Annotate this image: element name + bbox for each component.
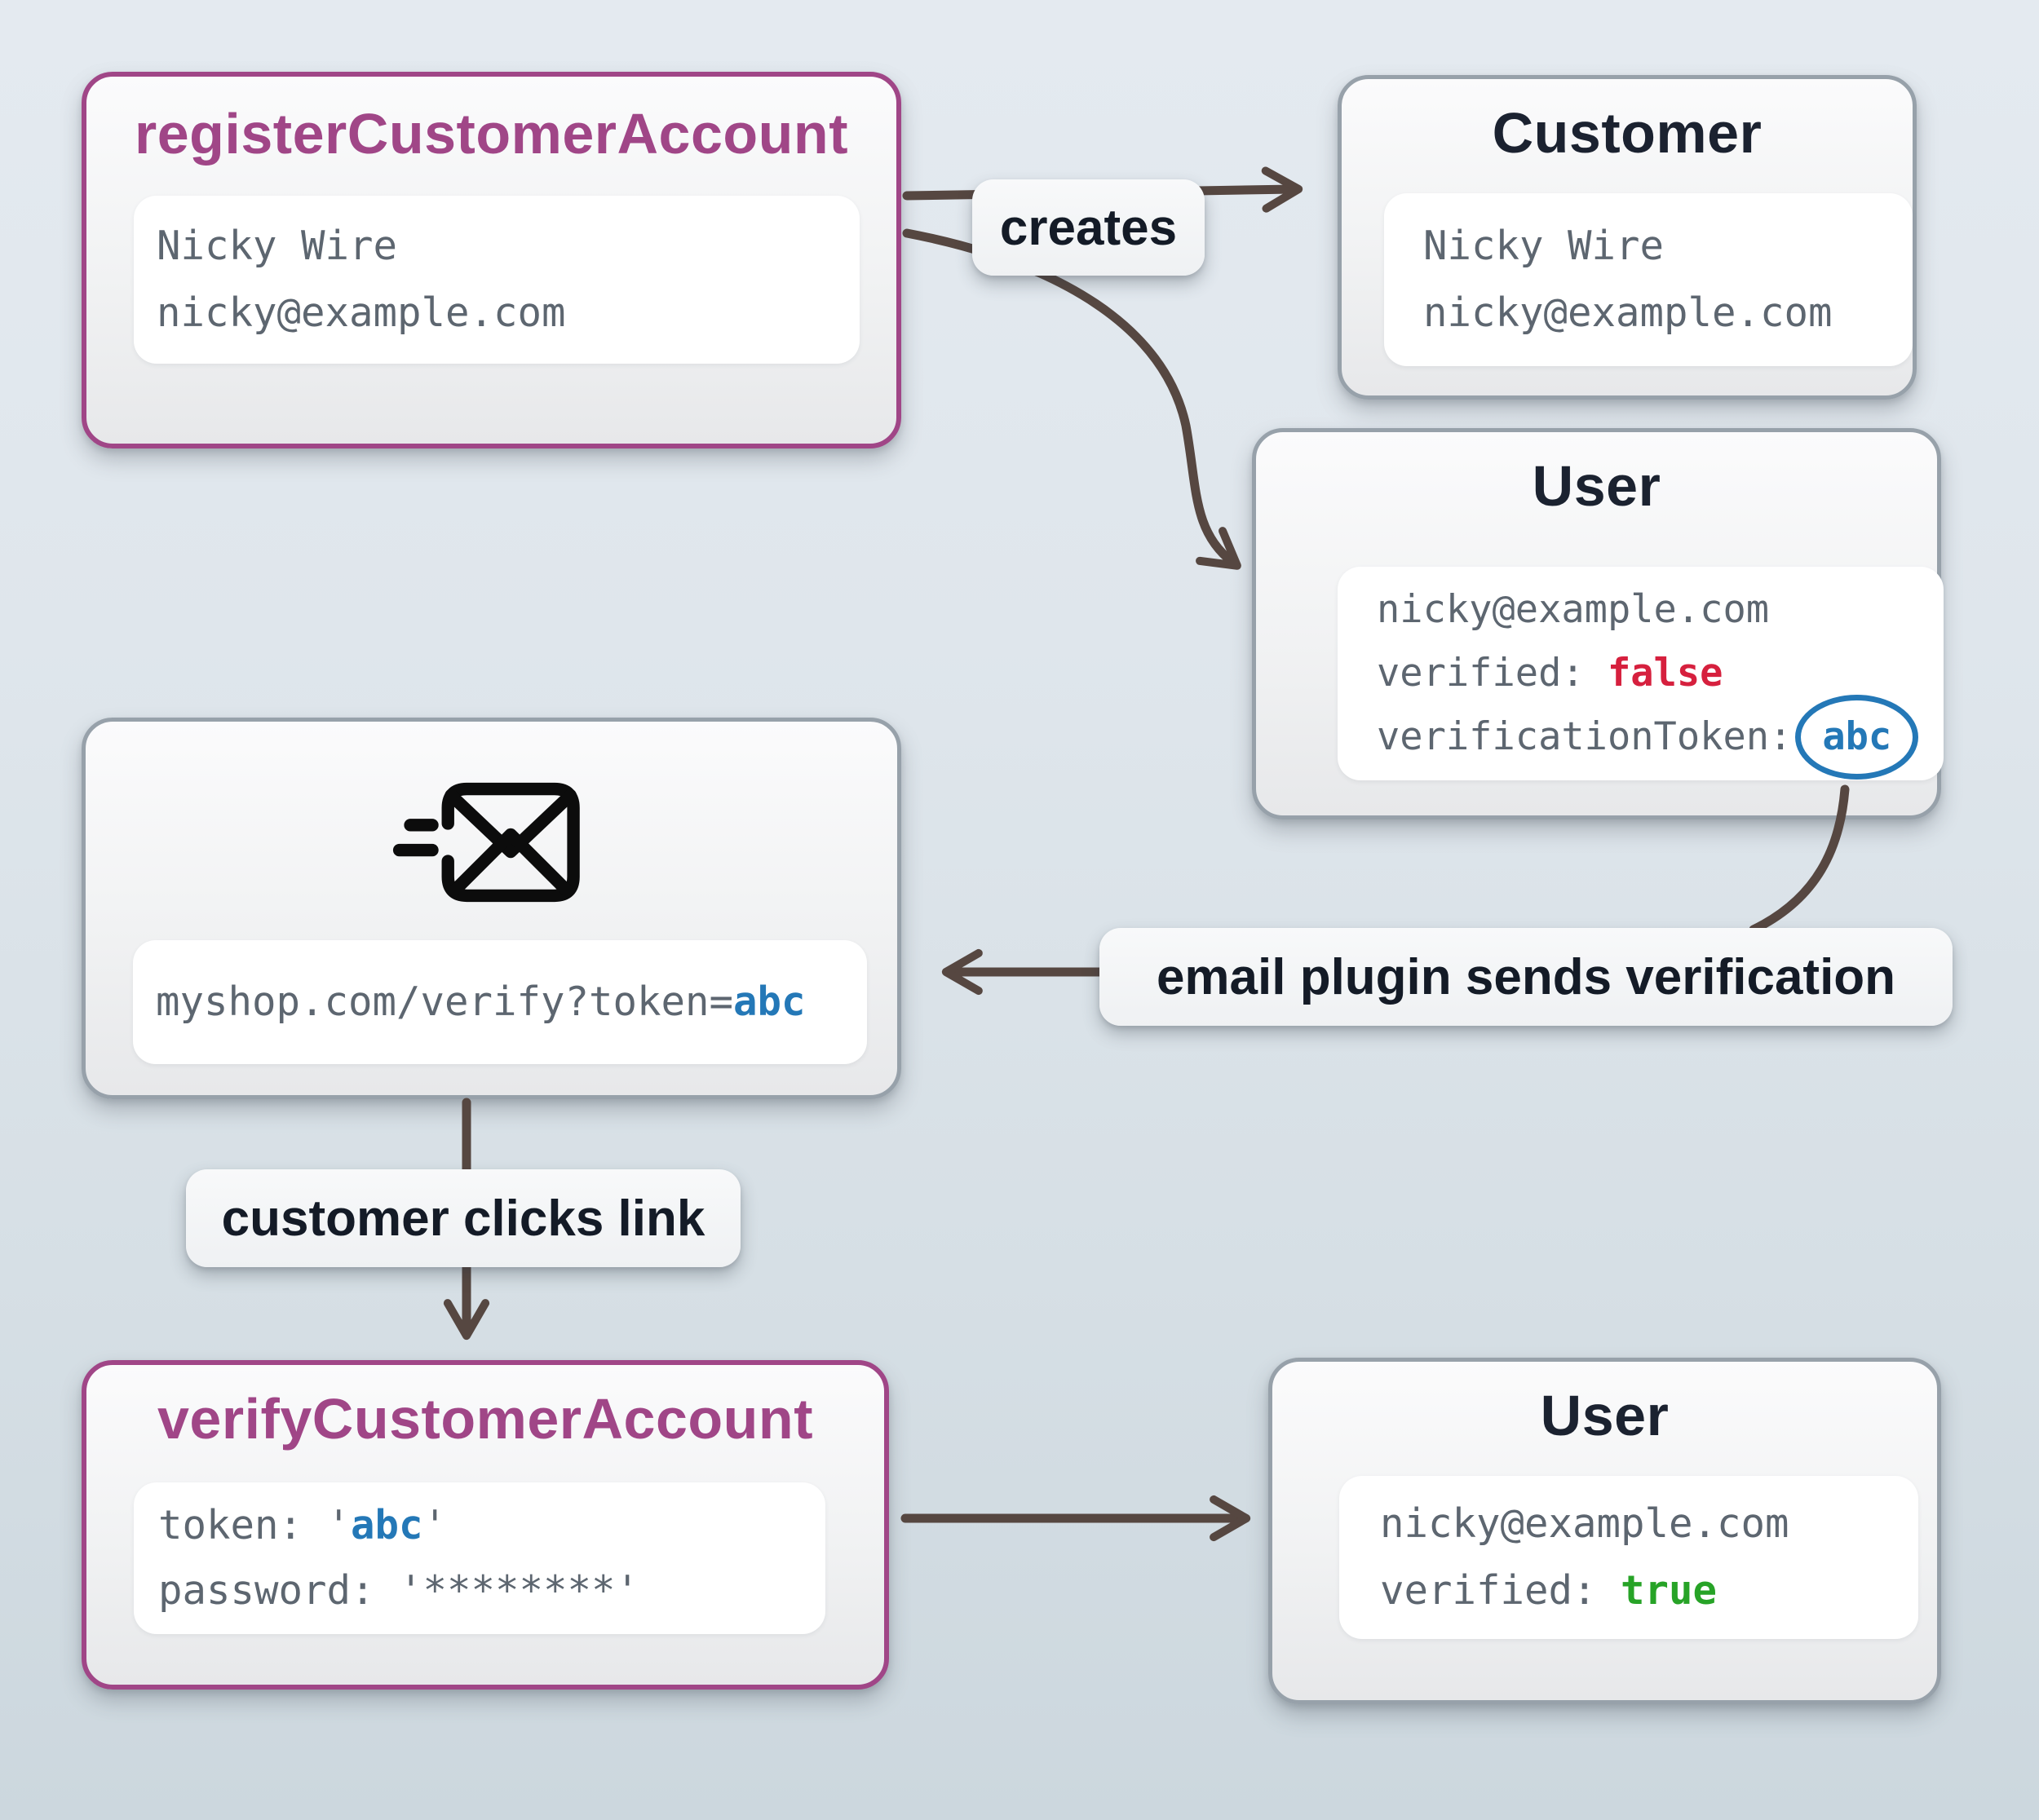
customer-name-line: Nicky Wire xyxy=(1423,223,1665,269)
register-customer-account-box: registerCustomerAccount Nicky Wire nicky… xyxy=(82,72,901,448)
user-unverified-verified-line: verified: false xyxy=(1377,652,1944,696)
password-masked-value: '********' xyxy=(399,1567,640,1614)
verification-token-value: abc xyxy=(1822,714,1892,759)
user-unverified-title: User xyxy=(1532,454,1661,518)
customer-entity-title: Customer xyxy=(1492,101,1763,165)
token-value: abc xyxy=(351,1502,423,1548)
verified-key-label-2: verified: xyxy=(1380,1567,1621,1614)
user-verified-verified-line: verified: true xyxy=(1380,1569,1918,1613)
verified-false-value: false xyxy=(1607,651,1723,696)
customer-email-line: nicky@example.com xyxy=(1423,289,1833,336)
email-send-icon xyxy=(392,782,580,903)
token-highlight-circle: abc xyxy=(1795,695,1919,780)
customer-data-card: Nicky Wire nicky@example.com xyxy=(1384,193,1913,366)
verified-true-value: true xyxy=(1621,1567,1718,1614)
token-open-quote: ' xyxy=(326,1502,352,1548)
user-unverified-token-line: verificationToken: abc xyxy=(1377,695,1944,780)
verify-token-line: token: 'abc' xyxy=(158,1504,825,1548)
register-input-card: Nicky Wire nicky@example.com xyxy=(134,196,860,364)
verification-url-prefix: myshop.com/verify?token= xyxy=(156,978,734,1025)
password-key-label: password: xyxy=(158,1567,400,1614)
user-verified-data-card: nicky@example.com verified: true xyxy=(1339,1476,1918,1639)
verification-link-line: myshop.com/verify?token=abc xyxy=(156,980,867,1024)
verify-customer-account-title: verifyCustomerAccount xyxy=(157,1387,813,1451)
verification-url-token: abc xyxy=(733,978,806,1025)
register-customer-account-title: registerCustomerAccount xyxy=(134,102,848,166)
verification-link-card: myshop.com/verify?token=abc xyxy=(133,940,867,1064)
user-verified-title: User xyxy=(1540,1384,1670,1447)
user-verified-entity-box: User nicky@example.com verified: true xyxy=(1268,1358,1941,1704)
verify-customer-account-box: verifyCustomerAccount token: 'abc' passw… xyxy=(82,1360,889,1690)
verify-input-card: token: 'abc' password: '********' xyxy=(134,1482,825,1634)
user-unverified-data-card: nicky@example.com verified: false verifi… xyxy=(1338,567,1944,780)
user-verified-email-line: nicky@example.com xyxy=(1380,1500,1789,1547)
register-email-line: nicky@example.com xyxy=(157,289,566,336)
register-name-line: Nicky Wire xyxy=(157,223,398,269)
customer-entity-box: Customer Nicky Wire nicky@example.com xyxy=(1338,75,1917,400)
verified-key-label: verified: xyxy=(1377,651,1608,696)
token-close-quote: ' xyxy=(422,1502,448,1548)
user-unverified-email-line: nicky@example.com xyxy=(1377,587,1770,632)
user-unverified-entity-box: User nicky@example.com verified: false v… xyxy=(1252,428,1944,819)
verify-password-line: password: '********' xyxy=(158,1569,825,1613)
verification-email-box: myshop.com/verify?token=abc xyxy=(82,718,901,1099)
verification-token-key-label: verificationToken: xyxy=(1377,714,1793,759)
token-key-label: token: xyxy=(158,1502,327,1548)
